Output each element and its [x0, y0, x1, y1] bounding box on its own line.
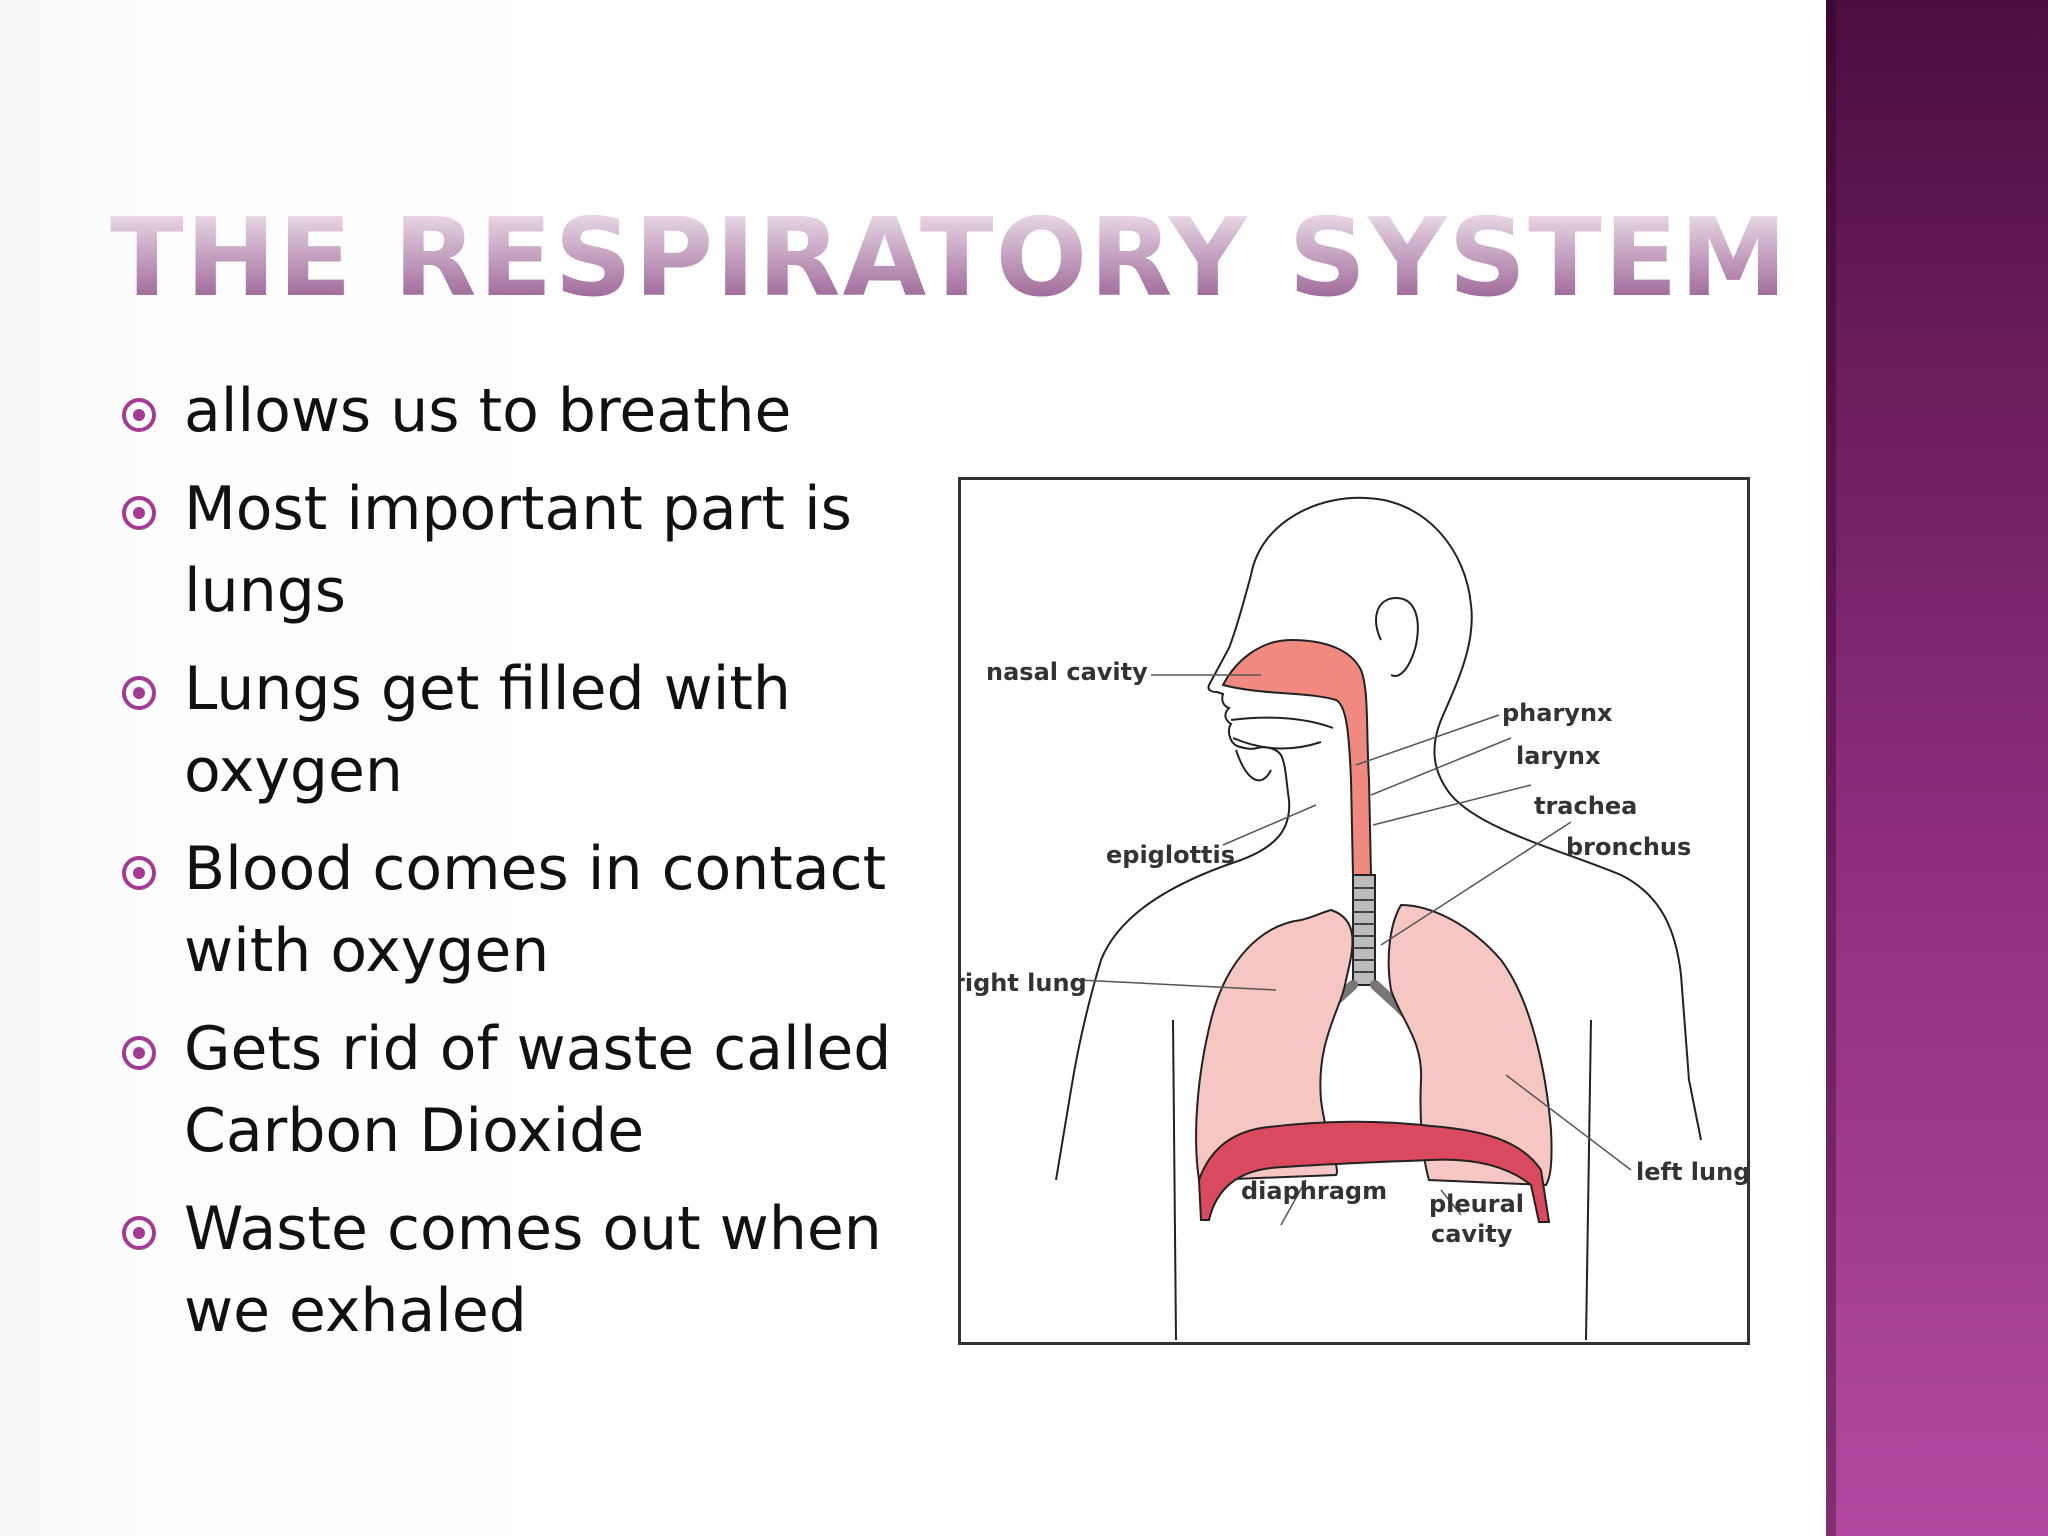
arm-left-outline — [1172, 1019, 1177, 1341]
bullet-text: Lungs get filled with oxygen — [184, 654, 791, 806]
respiratory-diagram: nasal cavity pharynx larynx trachea bron… — [958, 477, 1750, 1345]
label-larynx: larynx — [1516, 742, 1601, 770]
label-right-lung: right lung — [961, 969, 1087, 997]
bullet-circle-icon — [122, 496, 156, 530]
bullet-text: Waste comes out when we exhaled — [184, 1194, 882, 1346]
bullet-circle-icon — [122, 676, 156, 710]
bullet-item: Lungs get filled with oxygen — [122, 648, 922, 812]
arm-right-outline — [1585, 1019, 1592, 1341]
diaphragm-shape — [1197, 1120, 1551, 1223]
bullet-list: allows us to breathe Most important part… — [122, 370, 922, 1368]
nasal-cavity-shape — [1221, 638, 1373, 876]
trachea-shape — [1352, 874, 1376, 986]
ear-outline — [1375, 596, 1419, 677]
label-left-lung: left lung — [1636, 1158, 1747, 1186]
label-pharynx: pharynx — [1502, 699, 1613, 727]
respiratory-diagram-drawing: nasal cavity pharynx larynx trachea bron… — [961, 496, 1747, 1341]
trachea-rings — [1353, 887, 1375, 973]
mouth-shape — [1230, 716, 1334, 782]
label-pleural: pleural — [1429, 1190, 1524, 1218]
body-outline — [1250, 496, 1702, 1141]
bullet-text: Most important part is lungs — [184, 474, 852, 626]
bullet-text: allows us to breathe — [184, 376, 792, 446]
label-nasal-cavity: nasal cavity — [986, 658, 1148, 686]
label-bronchus: bronchus — [1566, 833, 1691, 861]
bullet-circle-icon — [122, 856, 156, 890]
label-diaphragm: diaphragm — [1241, 1177, 1387, 1205]
left-lung-shape — [1387, 903, 1553, 1187]
bullet-item: Blood comes in contact with oxygen — [122, 828, 922, 992]
label-epiglottis: epiglottis — [1106, 841, 1235, 869]
bullet-item: Gets rid of waste called Carbon Dioxide — [122, 1008, 922, 1172]
bullet-text: Blood comes in contact with oxygen — [184, 834, 887, 986]
bullet-item: Most important part is lungs — [122, 468, 922, 632]
face-outline — [1055, 574, 1291, 1181]
bullet-item: allows us to breathe — [122, 370, 922, 452]
bullet-item: Waste comes out when we exhaled — [122, 1188, 922, 1352]
label-trachea: trachea — [1534, 792, 1637, 820]
slide-title: THE RESPIRATORY SYSTEM — [110, 196, 1790, 321]
decorative-side-band — [1826, 0, 2048, 1536]
pointer-lines — [1078, 674, 1632, 1226]
bullet-circle-icon — [122, 1036, 156, 1070]
bullet-circle-icon — [122, 398, 156, 432]
bullet-circle-icon — [122, 1216, 156, 1250]
bullet-text: Gets rid of waste called Carbon Dioxide — [184, 1014, 892, 1166]
label-cavity: cavity — [1431, 1220, 1513, 1248]
